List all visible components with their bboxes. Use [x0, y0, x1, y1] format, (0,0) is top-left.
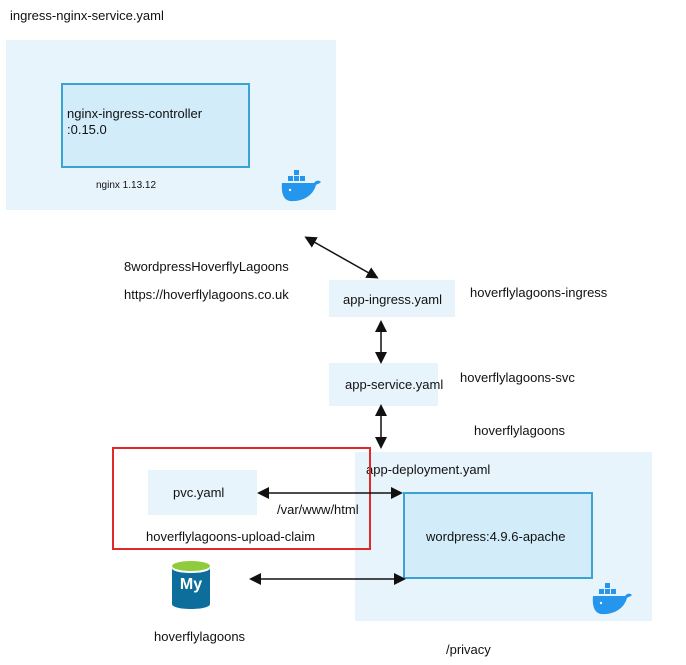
mount-path-label: /var/www/html [277, 502, 359, 517]
docker-whale-icon [281, 170, 321, 202]
ingress-file-label: app-ingress.yaml [343, 292, 442, 307]
wordpress-name: 8wordpressHoverflyLagoons [124, 259, 289, 274]
nginx-version-label: nginx 1.13.12 [96, 180, 157, 191]
wordpress-image-label: wordpress:4.9.6-apache [426, 529, 566, 544]
service-file-label: app-service.yaml [345, 377, 444, 392]
docker-whale-icon [592, 583, 632, 615]
pvc-claim-label: hoverflylagoons-upload-claim [146, 529, 316, 544]
service-box [329, 363, 438, 406]
ingress-box [329, 280, 455, 317]
pvc-file-label: pvc.yaml [173, 485, 225, 500]
controller-name: nginx-ingress-controller [67, 106, 203, 121]
privacy-path-label: /privacy [446, 642, 491, 657]
pvc-box [148, 470, 257, 515]
top-file-label: ingress-nginx-service.yaml [10, 8, 164, 23]
arrow-nginx-ingress [304, 236, 379, 279]
mysql-database-icon: My [170, 560, 212, 610]
mysql-icon-text: My [179, 576, 203, 593]
service-name-label: hoverflylagoons-svc [460, 370, 575, 385]
mysql-name-label: hoverflylagoons [154, 629, 246, 644]
wordpress-container-box [403, 492, 593, 579]
controller-version: :0.15.0 [67, 122, 107, 137]
deployment-file-label: app-deployment.yaml [366, 462, 491, 477]
ingress-name-label: hoverflylagoons-ingress [470, 285, 608, 300]
nginx-controller-box [61, 83, 250, 168]
deployment-name-label: hoverflylagoons [474, 423, 566, 438]
wordpress-url[interactable]: https://hoverflylagoons.co.uk [124, 287, 289, 302]
